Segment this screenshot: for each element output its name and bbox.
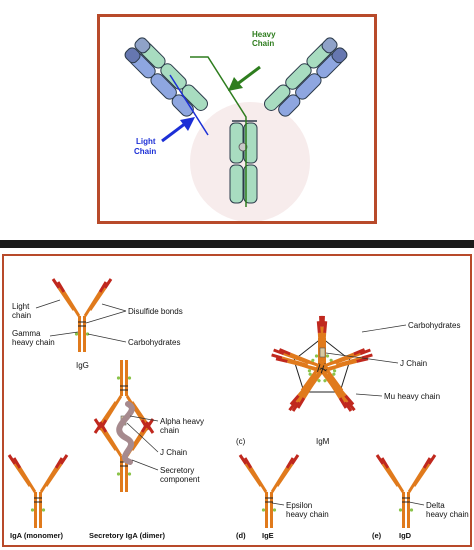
secretory-iga-j-chain-label: J Chain xyxy=(160,448,187,457)
heavy-chain-outline xyxy=(190,56,247,207)
igg-caption: IgG xyxy=(76,361,89,370)
iga-monomer-group: IgA (monomer) xyxy=(7,453,69,540)
igd-group: Delta heavy chain (e) IgD xyxy=(372,453,469,540)
heavy-chain-label-line1: Heavy xyxy=(252,30,276,39)
light-chain-label-line1: Light xyxy=(136,137,156,146)
secretory-iga-alpha-label-line2: chain xyxy=(160,426,179,435)
light-chain-outline xyxy=(169,74,209,136)
secretory-component xyxy=(116,401,135,465)
heavy-chain-arrow xyxy=(228,65,261,91)
secretory-iga-group: Alpha heavy chain J Chain Secretory comp… xyxy=(89,358,204,540)
right-arm xyxy=(264,37,348,117)
igg-gamma-label-line1: Gamma xyxy=(12,329,41,338)
ige-group: Epsilon heavy chain (d) IgE xyxy=(236,453,329,540)
igg-gamma-label-line2: heavy chain xyxy=(12,338,55,347)
secretory-iga-alpha-label-line1: Alpha heavy xyxy=(160,417,204,426)
igg-carbohydrates-label: Carbohydrates xyxy=(128,338,180,347)
ige-epsilon-label-line2: heavy chain xyxy=(286,510,329,519)
heavy-chain-label-line2: Chain xyxy=(252,39,274,48)
igm-mu-heavy-chain-label: Mu heavy chain xyxy=(384,392,440,401)
carbohydrate-dot xyxy=(238,142,248,152)
secretory-iga-secretory-label-line2: component xyxy=(160,475,200,484)
antibody-classes-panel: Light chain Disulfide bonds Gamma heavy … xyxy=(2,254,472,547)
igd-caption: IgD xyxy=(399,531,412,540)
secretory-iga-secretory-label-line1: Secretory xyxy=(160,466,194,475)
igm-caption: IgM xyxy=(316,437,330,446)
ige-epsilon-label-line1: Epsilon xyxy=(286,501,312,510)
ige-caption: IgE xyxy=(262,531,274,540)
igg-light-chain-label-line1: Light xyxy=(12,302,30,311)
igm-panel-letter: (c) xyxy=(236,437,246,446)
iga-monomer-caption: IgA (monomer) xyxy=(10,531,64,540)
igg-antibody xyxy=(51,277,113,354)
antibody-classes-diagram: Light chain Disulfide bonds Gamma heavy … xyxy=(7,277,469,540)
light-chain-label-line2: Chain xyxy=(134,147,156,156)
igm-j-chain xyxy=(319,347,326,358)
igm-j-chain-label: J Chain xyxy=(400,359,427,368)
igg-disulfide-bonds-label: Disulfide bonds xyxy=(128,307,183,316)
ige-panel-letter: (d) xyxy=(236,531,246,540)
igm-carbohydrates-label: Carbohydrates xyxy=(408,321,460,330)
igd-delta-label-line1: Delta xyxy=(426,501,445,510)
igg-light-chain-label-line2: chain xyxy=(12,311,31,320)
igd-panel-letter: (e) xyxy=(372,531,382,540)
section-divider xyxy=(0,240,474,248)
antibody-structure-diagram: Heavy Chain Light Chain xyxy=(124,30,348,222)
igg-group: Light chain Disulfide bonds Gamma heavy … xyxy=(12,277,183,370)
light-chain-arrow xyxy=(161,117,195,143)
secretory-iga-caption: Secretory IgA (dimer) xyxy=(89,531,165,540)
left-arm xyxy=(124,37,208,117)
igd-delta-label-line2: heavy chain xyxy=(426,510,469,519)
antibody-structure-panel: Heavy Chain Light Chain xyxy=(97,14,377,224)
igm-group: Carbohydrates J Chain Mu heavy chain (c)… xyxy=(236,314,460,446)
iga-monomer-antibody xyxy=(7,453,69,530)
fc-stem xyxy=(229,120,258,204)
